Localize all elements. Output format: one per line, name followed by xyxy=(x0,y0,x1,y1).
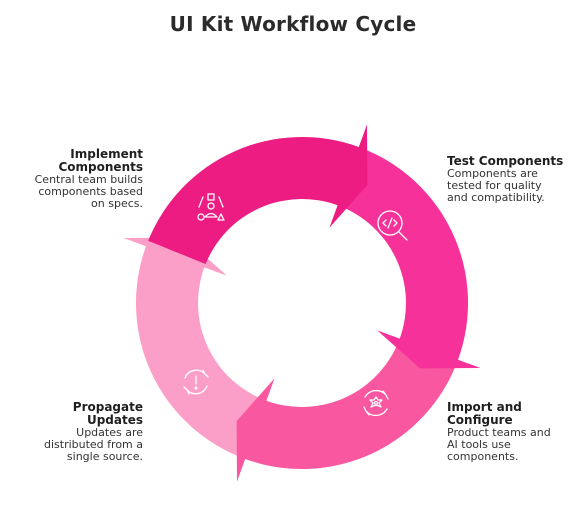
arrow-test-components xyxy=(337,147,481,369)
step-heading: Implement xyxy=(70,147,143,161)
step-description: single source. xyxy=(66,450,143,463)
arrow-propagate-updates xyxy=(123,237,267,459)
label-implement-components: Implement Components Central team builds… xyxy=(30,148,143,210)
step-description: Product teams and xyxy=(447,426,551,439)
step-heading: Test Components xyxy=(447,154,564,168)
label-test-components: Test Components Components are tested fo… xyxy=(447,155,577,204)
step-description: Updates are xyxy=(76,426,143,439)
diagram-title: UI Kit Workflow Cycle xyxy=(169,12,417,36)
step-heading: Configure xyxy=(447,413,513,427)
code-search-icon xyxy=(377,210,408,241)
step-description: Central team builds xyxy=(34,173,143,186)
step-description: components based xyxy=(38,185,143,198)
step-description: and compatibility. xyxy=(447,191,545,204)
shapes-icon xyxy=(197,193,225,221)
step-heading: Propagate xyxy=(72,400,143,414)
step-heading: Updates xyxy=(86,413,143,427)
step-description: tested for quality xyxy=(447,179,542,192)
arrow-implement-components xyxy=(148,124,368,264)
step-description: AI tools use xyxy=(447,438,511,451)
step-description: components. xyxy=(447,450,519,463)
gear-cycle-icon xyxy=(363,389,389,417)
step-heading: Components xyxy=(58,160,144,174)
step-heading: Import and xyxy=(447,400,522,414)
label-import-configure: Import and Configure Product teams and A… xyxy=(447,401,577,463)
label-propagate-updates: Propagate Updates Updates are distribute… xyxy=(30,401,143,463)
step-description: distributed from a xyxy=(43,438,143,451)
step-description: on specs. xyxy=(91,197,143,210)
sync-alert-icon xyxy=(183,369,209,395)
step-description: Components are xyxy=(447,167,538,180)
arrow-import-configure xyxy=(236,338,458,482)
